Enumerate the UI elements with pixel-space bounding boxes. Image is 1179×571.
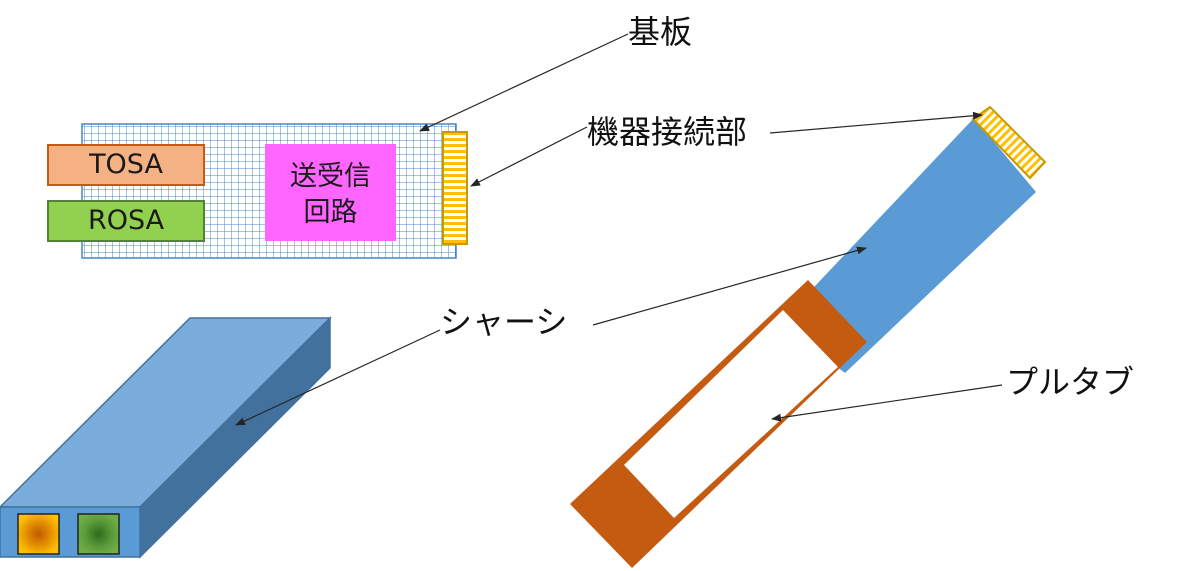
connector-angled: [971, 105, 1047, 180]
rosa-label: ROSA: [87, 205, 165, 236]
rosa-port: [77, 513, 120, 555]
arrow-connector-right: [769, 111, 983, 134]
tosa-port: [17, 513, 60, 555]
pull-tab-window: [624, 310, 838, 518]
substrate-module: [47, 123, 468, 259]
arrow-chassis-left: [235, 329, 441, 426]
arrow-substrate: [419, 33, 629, 132]
leader-lines: [235, 33, 1003, 426]
tosa-box: [47, 144, 205, 186]
chassis-3d: [0, 316, 332, 559]
circuit-label-line1: 送受信: [290, 161, 371, 192]
connector-callout: 機器接続部: [587, 113, 748, 151]
transceiver-circuit-box: [265, 144, 396, 241]
connector-strip: [442, 131, 468, 245]
rosa-box: [47, 200, 205, 242]
tosa-label: TOSA: [89, 149, 163, 180]
arrow-pull-tab: [771, 384, 1003, 422]
arrow-connector-left: [470, 126, 588, 187]
circuit-label-line2: 回路: [303, 197, 358, 228]
chassis-body-angled: [780, 118, 1036, 373]
pull-tab-callout: プルタブ: [1006, 363, 1135, 401]
chassis-callout: シャーシ: [440, 303, 568, 341]
arrow-chassis-right: [592, 246, 867, 326]
substrate-callout: 基板: [628, 13, 693, 51]
angled-module: [570, 105, 1047, 568]
